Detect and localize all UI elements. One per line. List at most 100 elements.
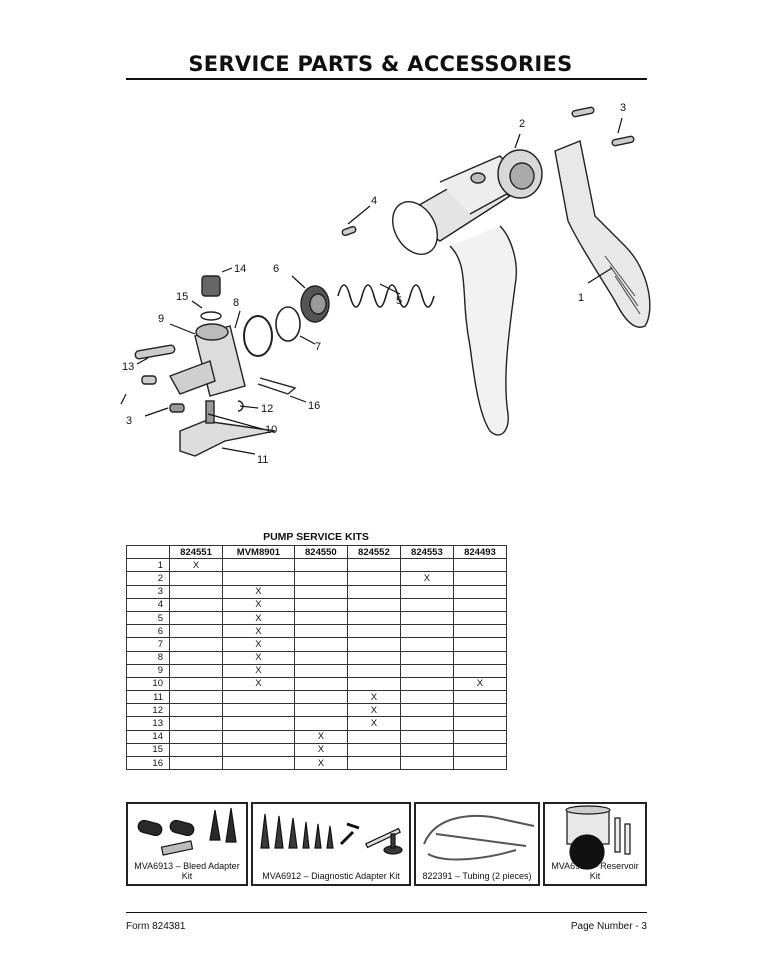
kit-cell	[399, 716, 454, 731]
kit-cell	[346, 755, 401, 771]
part-number-cell: 10	[126, 676, 170, 692]
kit-cell: X	[222, 650, 295, 665]
kit-cell	[293, 716, 348, 731]
kit-cell	[346, 610, 401, 626]
kit-cell	[293, 650, 348, 665]
kit-cell	[168, 690, 224, 705]
o-ring-7	[275, 306, 301, 342]
kit-cell: X	[346, 690, 401, 705]
kit-cell	[399, 610, 454, 626]
accessory-diagnostic-adapter-kit: MVA6912 – Diagnostic Adapter Kit	[251, 802, 411, 886]
accessory-caption: MVA6913 – Bleed Adapter Kit	[134, 861, 240, 881]
accessory-caption: MVA6910 – Reservoir Kit	[551, 861, 639, 881]
page-number: Page Number - 3	[570, 921, 647, 932]
kit-cell	[452, 584, 508, 599]
part-number-cell: 12	[126, 703, 170, 718]
part-number-cell: 2	[126, 571, 170, 586]
kit-cell	[346, 558, 401, 573]
kit-cell	[293, 637, 348, 652]
callout-12: 12	[261, 403, 273, 415]
kit-cell	[222, 729, 295, 744]
kit-cell	[168, 650, 224, 665]
screw-right	[611, 135, 635, 147]
body-bore	[392, 201, 438, 255]
kit-cell	[452, 755, 508, 771]
kit-cell: X	[222, 597, 295, 612]
callout-3-top: 3	[620, 102, 626, 114]
kit-cell	[222, 703, 295, 718]
kit-cell	[168, 663, 224, 678]
kit-cell	[168, 703, 224, 718]
column-header: MVM8901	[222, 544, 295, 560]
kit-cell	[452, 663, 508, 678]
page-title: SERVICE PARTS & ACCESSORIES	[188, 52, 573, 76]
part-number-cell: 13	[126, 716, 170, 731]
accessory-tubing: 822391 – Tubing (2 pieces)	[414, 802, 540, 886]
part-number-cell: 8	[126, 650, 170, 665]
kit-cell	[452, 716, 508, 731]
kit-cell	[399, 663, 454, 678]
table-row: 12 X	[126, 703, 508, 718]
kit-cell: X	[293, 755, 348, 771]
callout-2: 2	[519, 118, 525, 130]
kit-cell	[399, 558, 454, 573]
callout-11: 11	[257, 454, 268, 466]
part-number-cell: 14	[126, 729, 170, 744]
bleed-adapter-image	[137, 807, 237, 856]
kit-cell	[346, 637, 401, 652]
kits-title: PUMP SERVICE KITS	[263, 531, 369, 543]
exploded-pump-diagram: 1 2 3 3 4 5 6 7 8 9 10 11 12 13 14 15 16	[120, 102, 651, 466]
kit-cell	[399, 742, 454, 758]
kit-cell	[399, 676, 454, 692]
kit-cell	[168, 584, 224, 599]
kit-cell	[346, 663, 401, 678]
kit-cell	[168, 637, 224, 652]
kit-cell	[399, 637, 454, 652]
callout-10: 10	[265, 424, 277, 436]
callout-5: 5	[396, 295, 402, 307]
kit-cell: X	[346, 703, 401, 718]
kit-cell	[452, 571, 508, 586]
accessory-reservoir-kit: MVA6910 – Reservoir Kit	[543, 802, 647, 886]
kit-cell	[293, 624, 348, 639]
kit-cell	[399, 624, 454, 639]
kit-cell: X	[399, 571, 454, 586]
part-number-cell: 9	[126, 663, 170, 678]
kit-cell: X	[293, 729, 348, 744]
pump-handle	[449, 225, 517, 436]
kit-cell	[452, 637, 508, 652]
kit-cell	[293, 703, 348, 718]
part-number-cell: 7	[126, 637, 170, 652]
part-number-cell: 5	[126, 610, 170, 626]
callout-6: 6	[273, 263, 279, 275]
column-header: 824493	[452, 544, 508, 560]
column-header: 824551	[168, 544, 224, 560]
kit-cell	[168, 571, 224, 586]
kit-cell	[346, 584, 401, 599]
table-row: 14 X	[126, 729, 508, 744]
tubing-image	[423, 815, 535, 861]
bolt	[134, 344, 176, 360]
kit-cell	[222, 755, 295, 771]
kit-cell	[452, 597, 508, 612]
kit-cell: X	[346, 716, 401, 731]
pin	[341, 225, 357, 237]
kit-cell: X	[222, 637, 295, 652]
screw-lower	[141, 375, 157, 385]
kit-cell	[293, 597, 348, 612]
kit-cell	[168, 755, 224, 771]
kit-cell	[452, 742, 508, 758]
kit-cell	[222, 716, 295, 731]
